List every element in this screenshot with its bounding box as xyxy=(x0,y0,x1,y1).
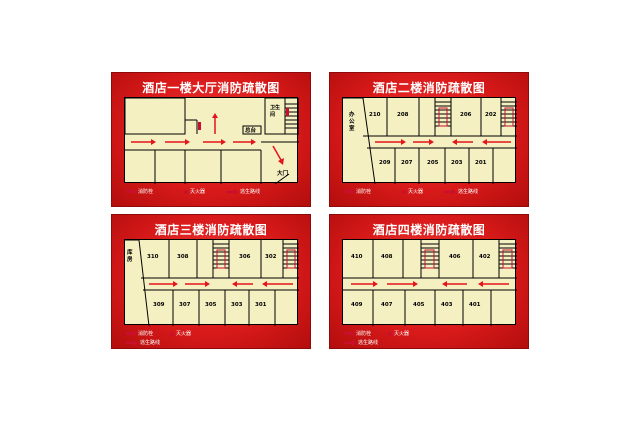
legend-hydrant: 消防栓 xyxy=(126,187,153,197)
room-210: 210 xyxy=(369,112,381,118)
floor1-plan-drawing xyxy=(125,98,299,184)
extinguisher-swatch-icon xyxy=(184,189,188,194)
floor-plan: 410 408 406 402 409 407 405 403 401 xyxy=(342,239,517,326)
fire-hydrant-icon xyxy=(502,249,513,269)
toilet-label: 卫生间 xyxy=(270,105,281,118)
room-203: 203 xyxy=(451,160,463,166)
office-label: 办公室 xyxy=(349,112,355,132)
storeroom-label: 库房 xyxy=(127,250,133,263)
room-406: 406 xyxy=(449,254,461,260)
legend-extinguisher: 灭火器 xyxy=(184,187,205,197)
route-arrow-icon xyxy=(226,188,238,195)
room-202: 202 xyxy=(485,112,497,118)
legend: 消防栓 灭火器 逃生路线 xyxy=(344,187,518,199)
legend: 消防栓 灭火器 逃生路线 xyxy=(344,329,518,346)
hydrant-swatch-icon xyxy=(344,332,354,335)
legend-route: 逃生路线 xyxy=(444,187,478,197)
hydrant-swatch-icon xyxy=(344,190,354,193)
main-gate-label: 大门 xyxy=(277,171,289,177)
floor-plan: 库房 310 308 306 302 309 307 305 303 301 xyxy=(124,239,299,326)
legend-extinguisher: 灭火器 xyxy=(170,329,191,339)
room-205: 205 xyxy=(427,160,439,166)
fire-hydrant-icon xyxy=(504,107,514,127)
floor4-evacuation-panel: 酒店四楼消防疏散图 xyxy=(329,214,529,349)
room-206: 206 xyxy=(460,112,472,118)
route-arrow-icon xyxy=(444,188,456,195)
floor2-plan-drawing xyxy=(343,98,517,184)
room-408: 408 xyxy=(381,254,393,260)
legend-route: 逃生路线 xyxy=(344,338,378,348)
floor3-evacuation-panel: 酒店三楼消防疏散图 xyxy=(111,214,311,349)
legend-hydrant: 消防栓 xyxy=(126,329,153,339)
hydrant-swatch-icon xyxy=(126,190,136,193)
extinguisher-swatch-icon xyxy=(402,189,406,194)
extinguisher-swatch-icon xyxy=(170,331,174,336)
room-209: 209 xyxy=(379,160,391,166)
room-208: 208 xyxy=(397,112,409,118)
room-407: 407 xyxy=(381,302,393,308)
room-402: 402 xyxy=(479,254,491,260)
room-207: 207 xyxy=(401,160,413,166)
fire-hydrant-icon xyxy=(438,107,448,127)
legend-extinguisher: 灭火器 xyxy=(402,187,423,197)
room-310: 310 xyxy=(147,254,159,260)
room-308: 308 xyxy=(177,254,189,260)
floor2-evacuation-panel: 酒店二楼消防疏散图 xyxy=(329,72,529,207)
extinguisher-swatch-icon xyxy=(388,331,392,336)
panel-title: 酒店三楼消防疏散图 xyxy=(154,223,268,237)
room-405: 405 xyxy=(413,302,425,308)
legend: 消防栓 灭火器 逃生路线 xyxy=(126,329,300,346)
fire-hydrant-icon xyxy=(286,108,289,116)
room-306: 306 xyxy=(239,254,251,260)
floor1-evacuation-panel: 酒店一楼大厅消防疏散图 xyxy=(111,72,311,207)
panel-title: 酒店四楼消防疏散图 xyxy=(372,223,486,237)
panel-title: 酒店二楼消防疏散图 xyxy=(372,81,486,95)
legend-route: 逃生路线 xyxy=(226,187,260,197)
fire-hydrant-icon xyxy=(424,249,435,269)
legend-hydrant: 消防栓 xyxy=(344,187,371,197)
room-201: 201 xyxy=(475,160,487,166)
room-305: 305 xyxy=(205,302,217,308)
front-desk-label: 总台 xyxy=(245,128,257,134)
room-302: 302 xyxy=(265,254,277,260)
fire-hydrant-icon xyxy=(286,249,296,269)
room-401: 401 xyxy=(469,302,481,308)
room-403: 403 xyxy=(441,302,453,308)
floor-plan: 总台 卫生间 大门 xyxy=(124,97,299,184)
room-307: 307 xyxy=(179,302,191,308)
panel-title: 酒店一楼大厅消防疏散图 xyxy=(142,81,280,95)
route-arrow-icon xyxy=(344,339,356,346)
legend-extinguisher: 灭火器 xyxy=(388,329,409,339)
floor4-plan-drawing xyxy=(343,240,517,326)
room-409: 409 xyxy=(351,302,363,308)
floor3-plan-drawing xyxy=(125,240,299,326)
room-303: 303 xyxy=(231,302,243,308)
room-309: 309 xyxy=(153,302,165,308)
route-arrow-icon xyxy=(126,339,138,346)
hydrant-swatch-icon xyxy=(126,332,136,335)
room-410: 410 xyxy=(351,254,363,260)
fire-hydrant-icon xyxy=(216,249,226,269)
legend-hydrant: 消防栓 xyxy=(344,329,371,339)
legend-route: 逃生路线 xyxy=(126,338,160,348)
legend: 消防栓 灭火器 逃生路线 xyxy=(126,187,300,199)
fire-hydrant-icon xyxy=(198,122,201,130)
floor-plan: 办公室 210 208 206 202 209 207 205 203 201 xyxy=(342,97,517,184)
room-301: 301 xyxy=(255,302,267,308)
